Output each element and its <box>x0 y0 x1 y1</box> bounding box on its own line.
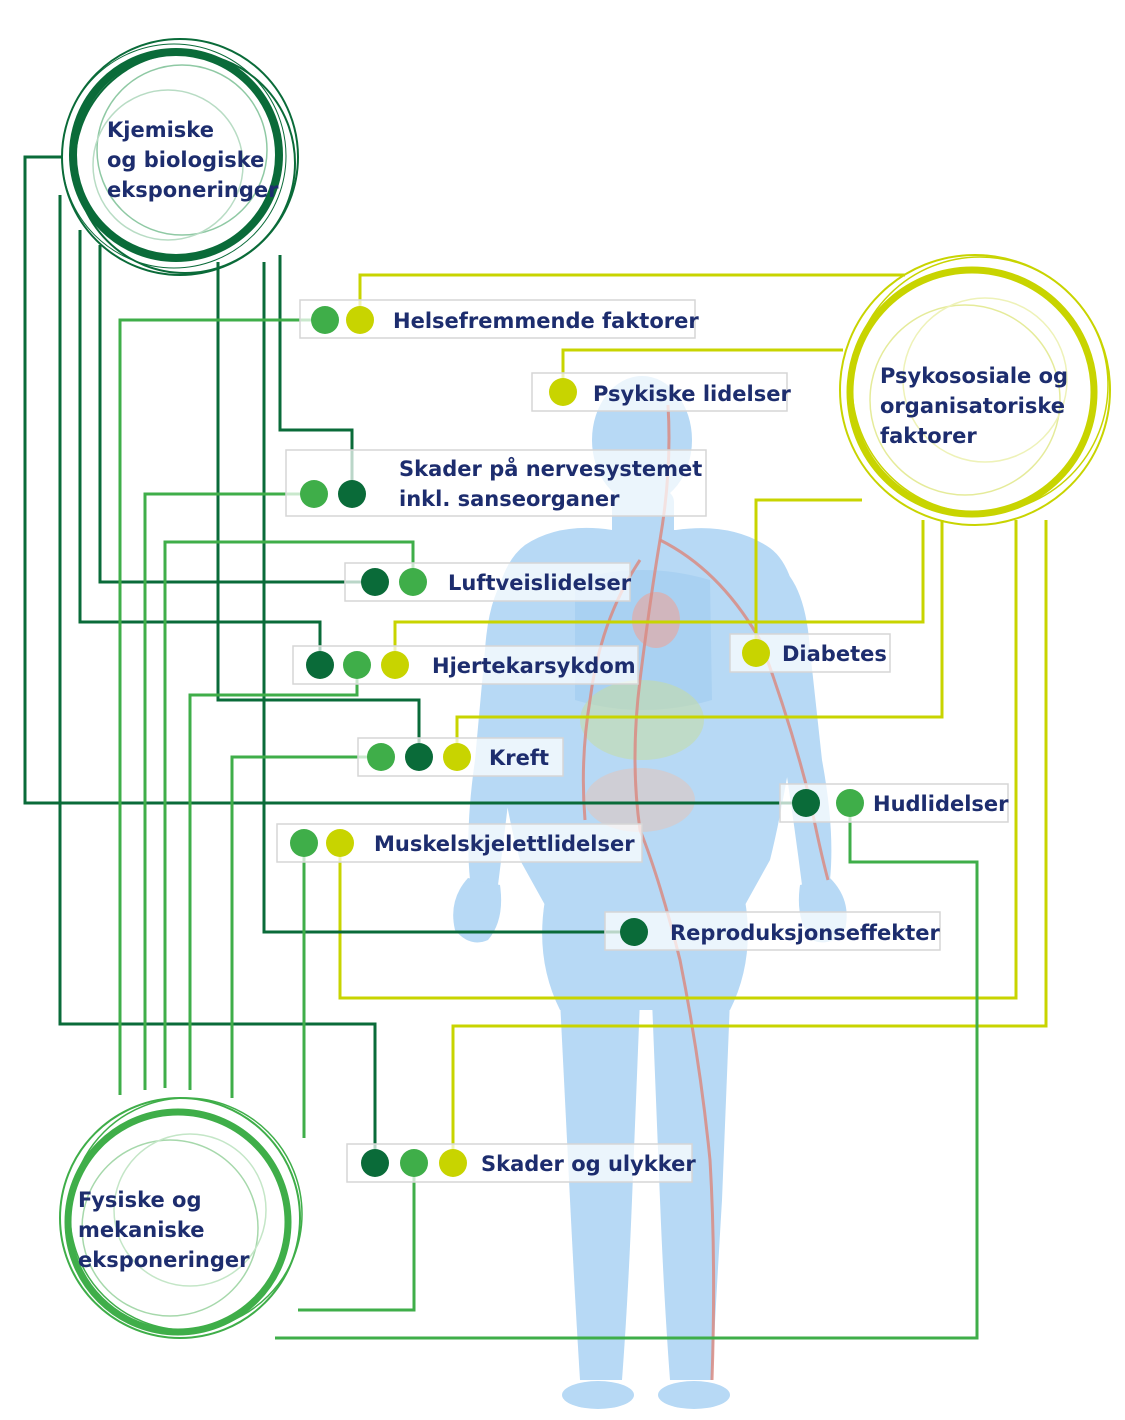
dot-chemical <box>792 789 820 817</box>
hub-chemical-label: Kjemiske og biologiske eksponeringer <box>107 118 279 202</box>
hub-physical-label: Fysiske og mekaniske eksponeringer <box>78 1188 250 1272</box>
hub-physical-line-2: mekaniske <box>78 1218 205 1242</box>
dot-psychosocial <box>742 639 770 667</box>
outcome-psykiske: Psykiske lidelser <box>531 372 791 412</box>
hub-chemical-line-3: eksponeringer <box>107 178 279 202</box>
human-body-figure <box>453 376 847 1409</box>
outcome-label: Helsefremmende faktorer <box>393 309 699 333</box>
hub-chemical-circles <box>61 38 299 276</box>
dot-psychosocial <box>443 743 471 771</box>
dot-physical <box>290 829 318 857</box>
dot-chemical <box>361 568 389 596</box>
outcome-label: Hudlidelser <box>873 792 1009 816</box>
hub-physical-line-1: Fysiske og <box>78 1188 202 1212</box>
outcome-label: Psykiske lidelser <box>593 382 791 406</box>
hub-chemical-line-2: og biologiske <box>107 148 264 172</box>
dot-physical <box>400 1149 428 1177</box>
heart-organ <box>632 592 680 648</box>
dot-physical <box>343 651 371 679</box>
outcome-label-line-2: inkl. sanseorganer <box>399 487 620 511</box>
dot-chemical <box>405 743 433 771</box>
dot-physical <box>399 568 427 596</box>
dot-chemical <box>361 1149 389 1177</box>
hub-physical-circles <box>59 1097 303 1339</box>
hub-psychosocial-line-1: Psykososiale og <box>880 364 1068 388</box>
dot-physical <box>311 306 339 334</box>
dot-psychosocial <box>439 1149 467 1177</box>
dot-physical <box>367 743 395 771</box>
dot-physical <box>836 789 864 817</box>
outcome-luftvei: Luftveislidelser <box>344 562 632 602</box>
outcome-label: Kreft <box>489 746 549 770</box>
outcome-label: Hjertekarsykdom <box>432 654 636 678</box>
dot-physical <box>300 480 328 508</box>
outcome-diabetes: Diabetes <box>729 633 891 673</box>
outcome-kreft: Kreft <box>357 737 564 777</box>
hub-psychosocial-label: Psykososiale og organisatoriske faktorer <box>880 364 1068 448</box>
outcome-muskel: Muskelskjelettlidelser <box>276 823 643 863</box>
outcome-hjerte: Hjertekarsykdom <box>292 645 639 685</box>
hub-psychosocial-line-2: organisatoriske <box>880 394 1065 418</box>
dot-psychosocial <box>346 306 374 334</box>
dot-chemical <box>306 651 334 679</box>
outcome-helsefremmende: Helsefremmende faktorer <box>299 299 699 339</box>
dot-chemical <box>620 918 648 946</box>
hub-psychosocial-circles <box>839 254 1111 526</box>
outcome-label: Skader og ulykker <box>481 1152 696 1176</box>
outcome-hud: Hudlidelser <box>779 783 1009 823</box>
outcome-repro: Reproduksjonseffekter <box>604 911 941 951</box>
outcome-label-line-1: Skader på nervesystemet <box>399 456 702 481</box>
dot-psychosocial <box>326 829 354 857</box>
dot-psychosocial <box>381 651 409 679</box>
hub-chemical-line-1: Kjemiske <box>107 118 214 142</box>
hub-physical-line-3: eksponeringer <box>78 1248 250 1272</box>
outcome-nervesystem: Skader på nervesystemet inkl. sanseorgan… <box>285 449 707 517</box>
outcome-label: Reproduksjonseffekter <box>670 921 940 945</box>
outcome-label: Muskelskjelettlidelser <box>374 832 635 856</box>
outcome-skader: Skader og ulykker <box>346 1143 696 1183</box>
dot-chemical <box>338 480 366 508</box>
dot-psychosocial <box>549 378 577 406</box>
hub-psychosocial-line-3: faktorer <box>880 424 977 448</box>
outcome-label: Luftveislidelser <box>448 571 632 595</box>
outcome-label: Diabetes <box>782 642 887 666</box>
